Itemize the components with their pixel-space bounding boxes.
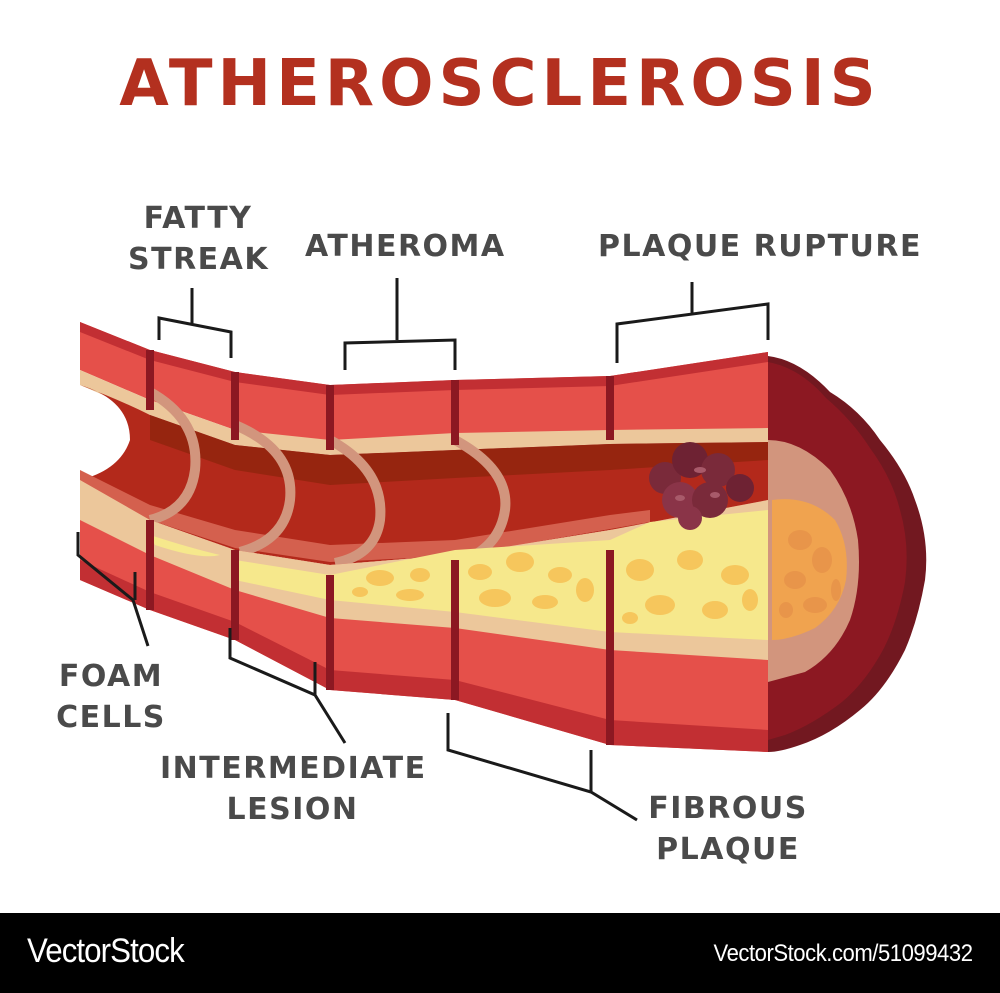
leader-lines [76, 278, 770, 822]
label-atheroma: ATHEROMA [305, 229, 506, 264]
label-intermediate-lesion: INTERMEDIATE LESION [160, 751, 427, 827]
artery-illustration [76, 278, 927, 822]
watermark-footer: VectorStock VectorStock.com/51099432 [0, 913, 1000, 993]
artery-cross-section [768, 356, 927, 752]
segment-seams [146, 350, 614, 745]
label-plaque-rupture: PLAQUE RUPTURE [598, 229, 922, 264]
artery-bottom-wall [80, 480, 768, 752]
label-fibrous-plaque: FIBROUS PLAQUE [648, 791, 808, 867]
image-id: VectorStock.com/51099432 [713, 940, 973, 967]
thrombus [649, 442, 754, 530]
label-foam-cells: FOAM CELLS [56, 659, 166, 735]
artery-lumen [80, 385, 768, 568]
label-fatty-streak: FATTY STREAK [128, 201, 270, 277]
diagram-title: ATHEROSCLEROSIS [119, 47, 881, 121]
brand-logo: VectorStock [27, 932, 185, 970]
